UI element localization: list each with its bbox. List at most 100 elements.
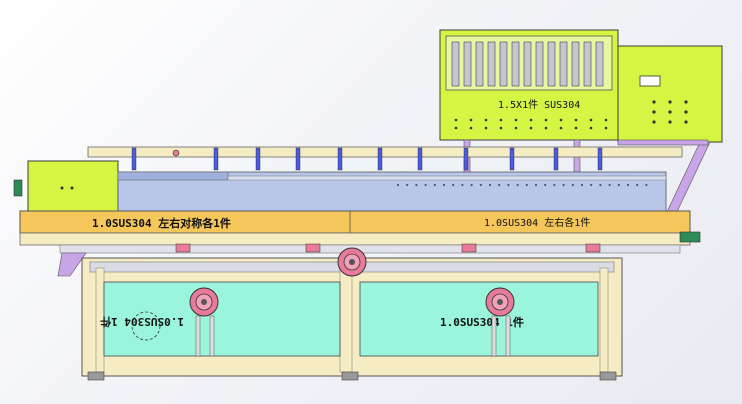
dot bbox=[529, 126, 533, 130]
vent-slot bbox=[475, 41, 484, 87]
hood-dot bbox=[544, 183, 547, 187]
hood-dot bbox=[636, 183, 639, 187]
dot bbox=[499, 126, 503, 130]
left-box bbox=[13, 160, 119, 212]
vent-slot bbox=[463, 41, 472, 87]
hood-dot bbox=[470, 183, 473, 187]
vent-slot bbox=[571, 41, 580, 87]
hood-dot bbox=[406, 183, 409, 187]
electrical-box bbox=[617, 45, 723, 143]
hood-dot bbox=[415, 183, 418, 187]
hood-dot bbox=[599, 183, 602, 187]
nozzle bbox=[553, 147, 559, 171]
nozzle bbox=[131, 147, 137, 171]
motor-icon bbox=[485, 287, 515, 357]
button-dot bbox=[684, 100, 688, 104]
vent-slot-icon bbox=[451, 41, 604, 87]
hood-dot bbox=[396, 183, 400, 187]
button-dot bbox=[684, 110, 688, 114]
hood-dot bbox=[590, 183, 593, 187]
dot bbox=[589, 126, 593, 130]
dot bbox=[529, 118, 533, 122]
hood-dot bbox=[498, 183, 501, 187]
conveyor-hood bbox=[117, 171, 667, 213]
vent-slot bbox=[559, 41, 568, 87]
vent-slot bbox=[595, 41, 604, 87]
hood-dot bbox=[645, 183, 648, 187]
dot bbox=[589, 118, 593, 122]
hood-dot bbox=[553, 183, 556, 187]
rail-left-label: 1.0SUS304 左右对称各1件 bbox=[92, 216, 231, 230]
tank-left bbox=[103, 281, 341, 357]
hood-dot bbox=[571, 183, 574, 187]
button-dot-icon bbox=[454, 118, 608, 130]
nozzle bbox=[295, 147, 301, 171]
dot bbox=[484, 118, 488, 122]
hood-dot bbox=[433, 183, 436, 187]
button-dot bbox=[684, 120, 688, 124]
button-dot bbox=[652, 100, 656, 104]
side-rail: 1.0SUS304 左右对称各1件 1.0SUS304 左右各1件 bbox=[19, 210, 691, 234]
button-dot bbox=[668, 100, 672, 104]
hood-dot bbox=[461, 183, 464, 187]
vent-slot bbox=[535, 41, 544, 87]
upper-cabinet: 1.5X1件 SUS304 bbox=[439, 29, 619, 141]
vent-slot bbox=[451, 41, 460, 87]
tank-right bbox=[359, 281, 599, 357]
dot bbox=[514, 126, 518, 130]
hood-dot bbox=[452, 183, 455, 187]
button-dot-icon bbox=[652, 100, 688, 124]
dot bbox=[469, 126, 473, 130]
nozzle bbox=[337, 147, 343, 171]
vent-slot bbox=[487, 41, 496, 87]
hood-dot bbox=[479, 183, 482, 187]
dot bbox=[559, 126, 563, 130]
hood-dot bbox=[562, 183, 565, 187]
dot bbox=[574, 118, 578, 122]
motor-icon bbox=[189, 287, 219, 357]
dot bbox=[544, 118, 548, 122]
dot bbox=[484, 126, 488, 130]
hood-dot bbox=[525, 183, 528, 187]
rail-right-label: 1.0SUS304 左右各1件 bbox=[484, 216, 590, 229]
button-dot bbox=[652, 110, 656, 114]
nozzle bbox=[463, 147, 469, 171]
nozzle bbox=[213, 147, 219, 171]
base-frame: 1.0SUS304 1件 1.0SUS304 1件 bbox=[81, 257, 623, 381]
nozzle bbox=[417, 147, 423, 171]
lower-frame bbox=[19, 231, 701, 277]
button-dot bbox=[668, 110, 672, 114]
button-dot bbox=[652, 120, 656, 124]
dot bbox=[469, 118, 473, 122]
display-window bbox=[639, 75, 661, 87]
dot bbox=[454, 126, 458, 130]
dot bbox=[604, 126, 608, 130]
button-dot bbox=[668, 120, 672, 124]
vent-slot bbox=[499, 41, 508, 87]
hood-dot bbox=[488, 183, 492, 187]
vent-slot bbox=[511, 41, 520, 87]
vent-slot bbox=[547, 41, 556, 87]
tank-right-label: 1.0SUS304 1件 bbox=[440, 315, 524, 329]
hood-dot bbox=[424, 183, 427, 187]
cabinet-label: 1.5X1件 SUS304 bbox=[498, 99, 580, 111]
tank-left-label: 1.0SUS304 1件 bbox=[100, 315, 184, 329]
dot bbox=[559, 118, 563, 122]
nozzle bbox=[509, 147, 515, 171]
nozzle-icon bbox=[131, 147, 603, 171]
dot bbox=[544, 126, 548, 130]
hood-dot bbox=[507, 183, 510, 187]
spray-rail bbox=[87, 146, 683, 171]
hood-dot bbox=[617, 183, 620, 187]
dot bbox=[454, 118, 458, 122]
dot bbox=[574, 126, 578, 130]
nozzle bbox=[597, 147, 603, 171]
hood-dot bbox=[580, 183, 584, 187]
hood-dot bbox=[516, 183, 519, 187]
nozzle bbox=[377, 147, 383, 171]
hood-dot bbox=[442, 183, 446, 187]
vent-slot bbox=[523, 41, 532, 87]
hood-dot bbox=[626, 183, 630, 187]
